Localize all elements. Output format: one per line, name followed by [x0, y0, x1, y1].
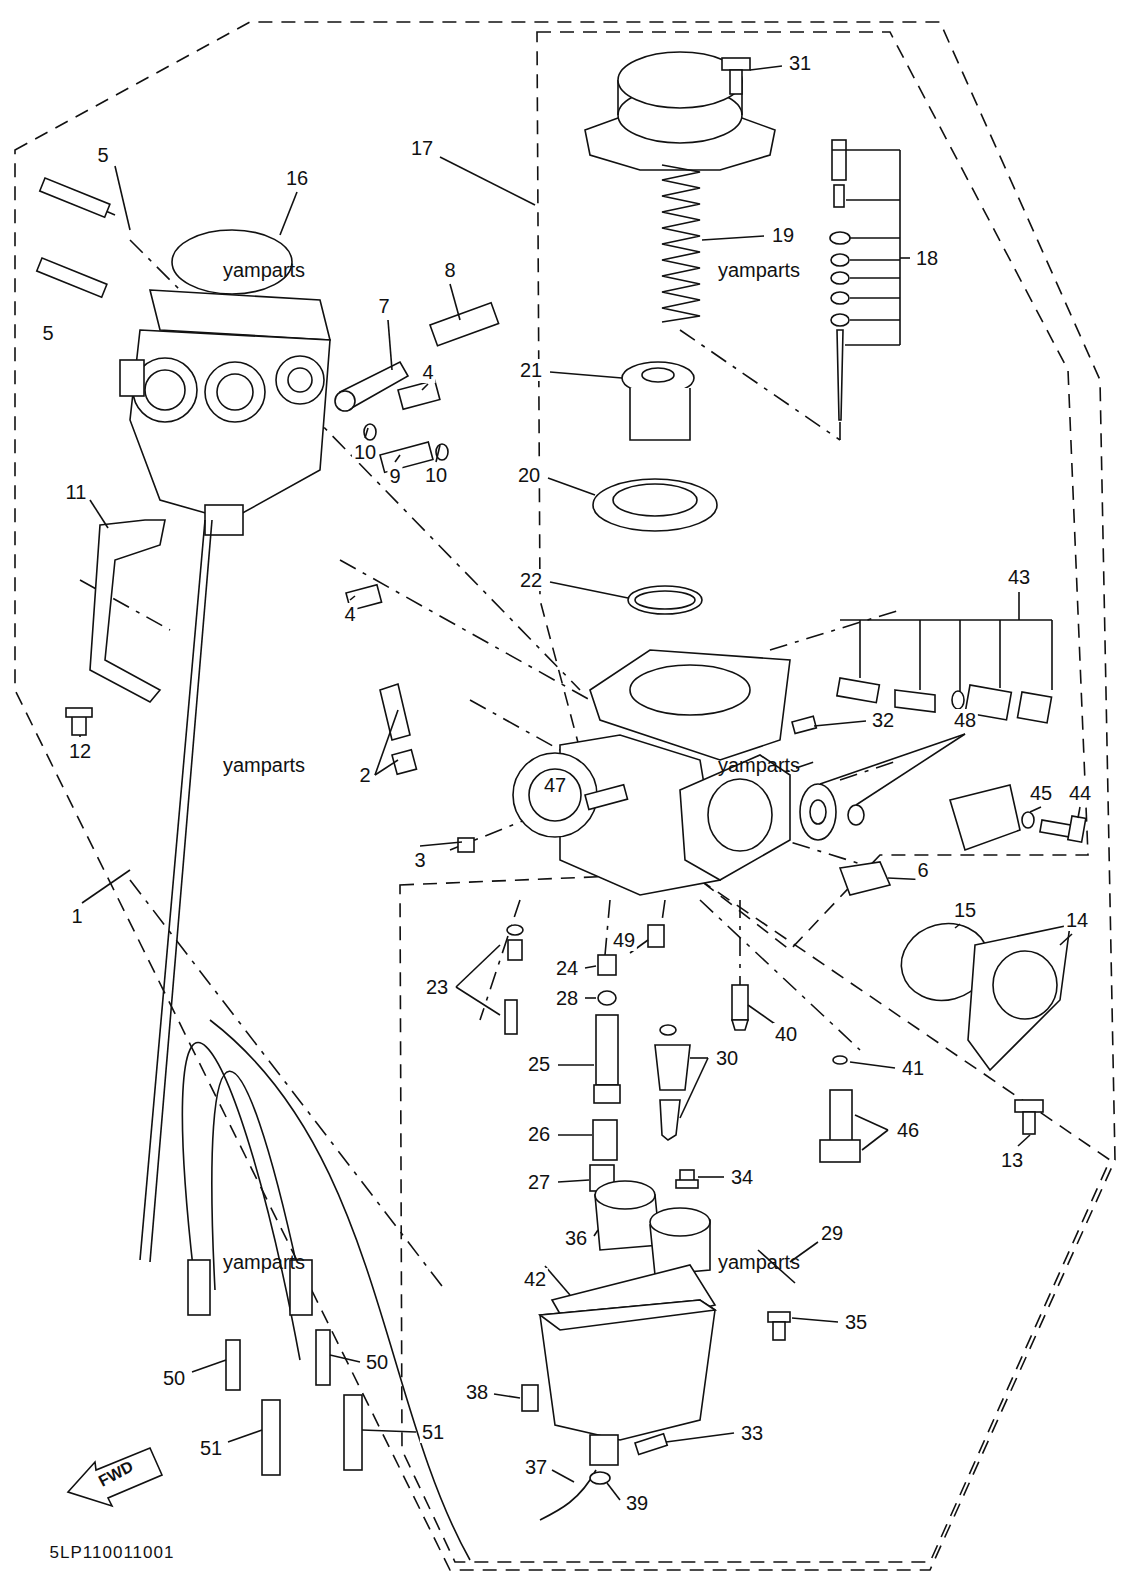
right-parts	[800, 620, 1086, 1134]
callout-number: 39	[624, 1492, 650, 1514]
callout-number: 10	[423, 464, 449, 486]
small-parts-left	[66, 303, 499, 852]
assembly-line	[80, 240, 900, 1290]
callout-number: 19	[770, 224, 796, 246]
callout-number: 21	[518, 359, 544, 381]
callout-number: 17	[409, 137, 435, 159]
callout-number: 47	[542, 774, 568, 796]
callout-number: 27	[526, 1171, 552, 1193]
callout-number: 51	[420, 1421, 446, 1443]
callout-number: 18	[914, 247, 940, 269]
callout-number: 4	[420, 361, 435, 383]
callout-number: 1	[69, 905, 84, 927]
callout-number: 8	[442, 259, 457, 281]
jets	[505, 925, 860, 1191]
fwd-arrow	[68, 1448, 162, 1506]
callout-number: 30	[714, 1047, 740, 1069]
watermark: yamparts	[221, 754, 307, 776]
group-outline	[15, 22, 1115, 1570]
callout-number: 12	[67, 740, 93, 762]
callout-number: 14	[1064, 909, 1090, 931]
callout-number: 50	[364, 1351, 390, 1373]
main-body	[513, 650, 816, 895]
callout-number: 41	[900, 1057, 926, 1079]
needle-parts	[830, 140, 900, 420]
callout-number: 32	[870, 709, 896, 731]
callout-number: 29	[819, 1222, 845, 1244]
callout-number: 24	[554, 957, 580, 979]
callout-number: 6	[915, 859, 930, 881]
diagram-code: 5LP110011001	[48, 1542, 177, 1564]
callout-number: 3	[412, 849, 427, 871]
callout-number: 44	[1067, 782, 1093, 804]
callout-number: 22	[518, 569, 544, 591]
top-cover	[585, 52, 775, 170]
callout-number: 42	[522, 1268, 548, 1290]
callout-number: 15	[952, 899, 978, 921]
callout-number: 5	[95, 144, 110, 166]
leader-line	[80, 66, 1080, 1500]
callout-number: 23	[424, 976, 450, 998]
callout-number: 50	[161, 1367, 187, 1389]
spring	[662, 165, 700, 322]
watermark: yamparts	[716, 259, 802, 281]
callout-number: 33	[739, 1422, 765, 1444]
hoses	[182, 1020, 470, 1560]
callout-number: 31	[787, 52, 813, 74]
callout-number: 49	[611, 929, 637, 951]
watermark: yamparts	[221, 1251, 307, 1273]
callout-number: 26	[526, 1123, 552, 1145]
callout-number: 51	[198, 1437, 224, 1459]
callout-number: 34	[729, 1166, 755, 1188]
callout-number: 20	[516, 464, 542, 486]
callout-number: 5	[40, 322, 55, 344]
callout-number: 2	[357, 764, 372, 786]
callout-number: 40	[773, 1023, 799, 1045]
piston-diaphragm	[593, 362, 717, 614]
callout-number: 9	[387, 465, 402, 487]
watermark: yamparts	[221, 259, 307, 281]
direction-label: FWD	[93, 1455, 139, 1493]
callout-number: 25	[526, 1053, 552, 1075]
callout-number: 36	[563, 1227, 589, 1249]
callout-number: 48	[952, 709, 978, 731]
callout-number: 38	[464, 1381, 490, 1403]
callout-number: 13	[999, 1149, 1025, 1171]
callout-number: 10	[352, 441, 378, 463]
callout-number: 43	[1006, 566, 1032, 588]
callout-number: 7	[376, 295, 391, 317]
callout-number: 16	[284, 167, 310, 189]
watermark: yamparts	[716, 1251, 802, 1273]
callout-number: 11	[64, 481, 89, 503]
callout-number: 35	[843, 1311, 869, 1333]
callout-number: 28	[554, 987, 580, 1009]
callout-number: 4	[342, 603, 357, 625]
callout-number: 46	[895, 1119, 921, 1141]
callout-number: 37	[523, 1456, 549, 1478]
float-bowl	[522, 1181, 795, 1520]
callout-number: 45	[1028, 782, 1054, 804]
watermark: yamparts	[716, 754, 802, 776]
